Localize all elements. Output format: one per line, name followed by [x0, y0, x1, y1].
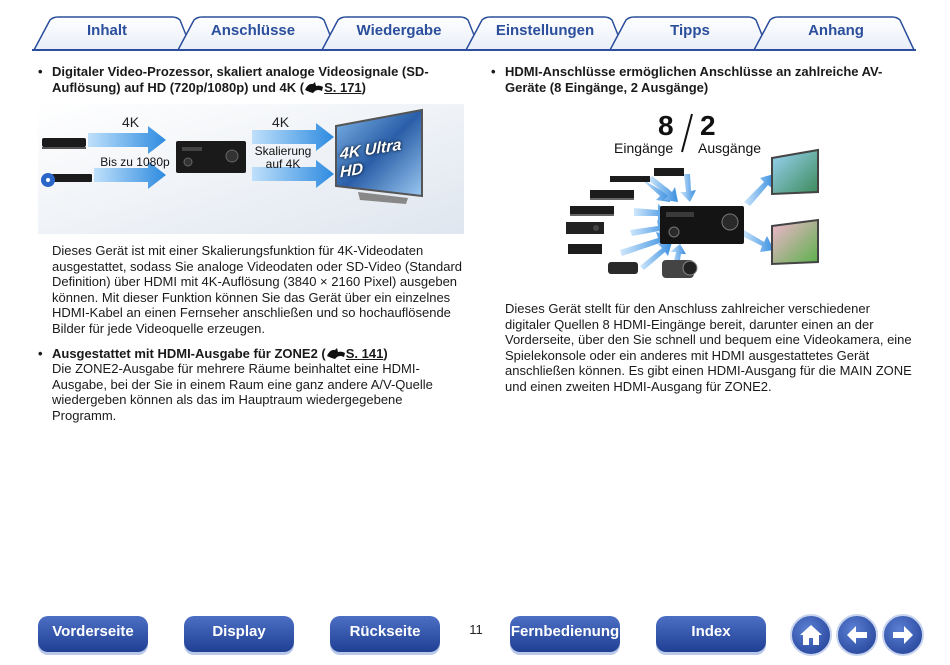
hdmi-io-diagram-graphic — [566, 113, 819, 278]
page-ref-link-141[interactable]: S. 141 — [345, 345, 384, 361]
right-column: HDMI-Anschlüsse ermöglichen Anschlüsse a… — [491, 64, 911, 95]
remote-control-button[interactable]: Fernbedienung — [510, 616, 620, 652]
page-ref-link-171[interactable]: S. 171 — [324, 79, 362, 95]
text-line: Dieses Gerät ist mit einer Skalierungsfu… — [52, 243, 424, 258]
text-line: ausgestattet, sodass Sie analoge Videoda… — [52, 258, 463, 274]
feature-title: Ausgestattet mit HDMI-Ausgabe für ZONE2 … — [52, 345, 326, 361]
left-column-body: Dieses Gerät ist mit einer Skalierungsfu… — [38, 243, 466, 424]
label-scaling: Skalierung auf 4K — [248, 145, 318, 171]
book-ref-icon — [305, 81, 324, 93]
tab-einstellungen[interactable]: Einstellungen — [495, 22, 595, 39]
text-line: Ausgabe, bei der Sie in einem Raum eine … — [52, 376, 433, 392]
next-page-button[interactable] — [882, 614, 924, 656]
page-number: 11 — [469, 622, 483, 637]
top-tab-bar: Inhalt Anschlüsse Wiedergabe Einstellung… — [0, 0, 950, 56]
paragraph-upscaling: Dieses Gerät ist mit einer Skalierungsfu… — [38, 243, 466, 337]
label-scaling-line2: auf 4K — [265, 157, 301, 171]
feature-title-line1: HDMI-Anschlüsse ermöglichen Anschlüsse a… — [505, 64, 883, 79]
hdmi-io-diagram: 8 2 Eingänge Ausgänge — [560, 110, 822, 288]
ref-close-paren: ) — [383, 345, 388, 361]
upscaling-diagram-graphic — [38, 104, 464, 234]
ref-close-paren: ) — [361, 79, 367, 95]
tab-anhang[interactable]: Anhang — [808, 22, 864, 39]
tab-bar-outline — [32, 16, 916, 51]
arrow-left-icon — [847, 626, 867, 644]
feature-zone2-output: Ausgestattet mit HDMI-Ausgabe für ZONE2 … — [38, 346, 466, 362]
text-line: HDMI-Kabel an einen Fernseher anschließe… — [52, 305, 451, 321]
text-line: wiedergeben können als das im Hauptraum … — [52, 392, 403, 408]
text-line: und einen zweiten HDMI-Ausgang für ZONE2… — [505, 378, 772, 394]
front-panel-button[interactable]: Vorderseite — [38, 616, 148, 652]
text-line: Die ZONE2-Ausgabe für mehrere Räume bein… — [52, 361, 420, 377]
tab-tipps[interactable]: Tipps — [670, 22, 710, 39]
text-line: Spielekonsole oder ein anderes mit HDMI … — [505, 347, 870, 363]
text-line: können. Mit dieser Funktion können Sie d… — [52, 289, 451, 305]
feature-title-line2: Auflösung) auf HD (720p/1080p) und 4K ( — [52, 79, 305, 95]
text-line: Bilder für jede Videoquelle erzeugen. — [52, 320, 265, 336]
home-button[interactable] — [790, 614, 832, 656]
outputs-label: Ausgänge — [698, 140, 762, 156]
tab-wiedergabe[interactable]: Wiedergabe — [356, 22, 442, 39]
text-line: Vorderseite, über den Sie schnell und be… — [505, 332, 912, 348]
feature-title-line2: Geräte (8 Eingänge, 2 Ausgänge) — [505, 79, 709, 95]
feature-hdmi-connections: HDMI-Anschlüsse ermöglichen Anschlüsse a… — [491, 64, 911, 95]
feature-title-line1: Digitaler Video-Prozessor, skaliert anal… — [52, 64, 429, 79]
label-4k-source: 4K — [122, 114, 140, 130]
home-icon — [800, 625, 822, 645]
paragraph-hdmi: Dieses Gerät stellt für den Anschluss za… — [505, 301, 915, 395]
text-line: anschließen können. Es gibt einen HDMI-A… — [505, 363, 912, 379]
book-ref-icon — [326, 347, 345, 359]
index-button[interactable]: Index — [656, 616, 766, 652]
left-column: Digitaler Video-Prozessor, skaliert anal… — [38, 64, 458, 95]
upscaling-diagram: 4K 4K Bis zu 1080p Skalierung auf 4K 4K … — [38, 104, 464, 234]
feature-video-processor: Digitaler Video-Prozessor, skaliert anal… — [38, 64, 458, 95]
input-count: 8 — [658, 110, 674, 141]
tab-inhalt[interactable]: Inhalt — [87, 22, 127, 39]
label-scaling-line1: Skalierung — [254, 144, 312, 158]
paragraph-zone2: Die ZONE2-Ausgabe für mehrere Räume bein… — [38, 361, 466, 423]
arrow-right-icon — [893, 626, 913, 644]
text-line: Programm. — [52, 407, 117, 423]
text-line: Definition) über HDMI mit 4K-Auflösung (… — [52, 274, 458, 290]
text-line: digitaler Quellen 8 HDMI-Eingänge bereit… — [505, 316, 874, 332]
label-upto-1080p: Bis zu 1080p — [100, 155, 170, 169]
display-button[interactable]: Display — [184, 616, 294, 652]
previous-page-button[interactable] — [836, 614, 878, 656]
label-4k-output: 4K — [272, 114, 290, 130]
text-line: Dieses Gerät stellt für den Anschluss za… — [505, 301, 870, 316]
output-count: 2 — [700, 110, 716, 141]
inputs-label: Eingänge — [614, 140, 674, 156]
rear-panel-button[interactable]: Rückseite — [330, 616, 440, 652]
tab-anschluesse[interactable]: Anschlüsse — [210, 22, 296, 39]
